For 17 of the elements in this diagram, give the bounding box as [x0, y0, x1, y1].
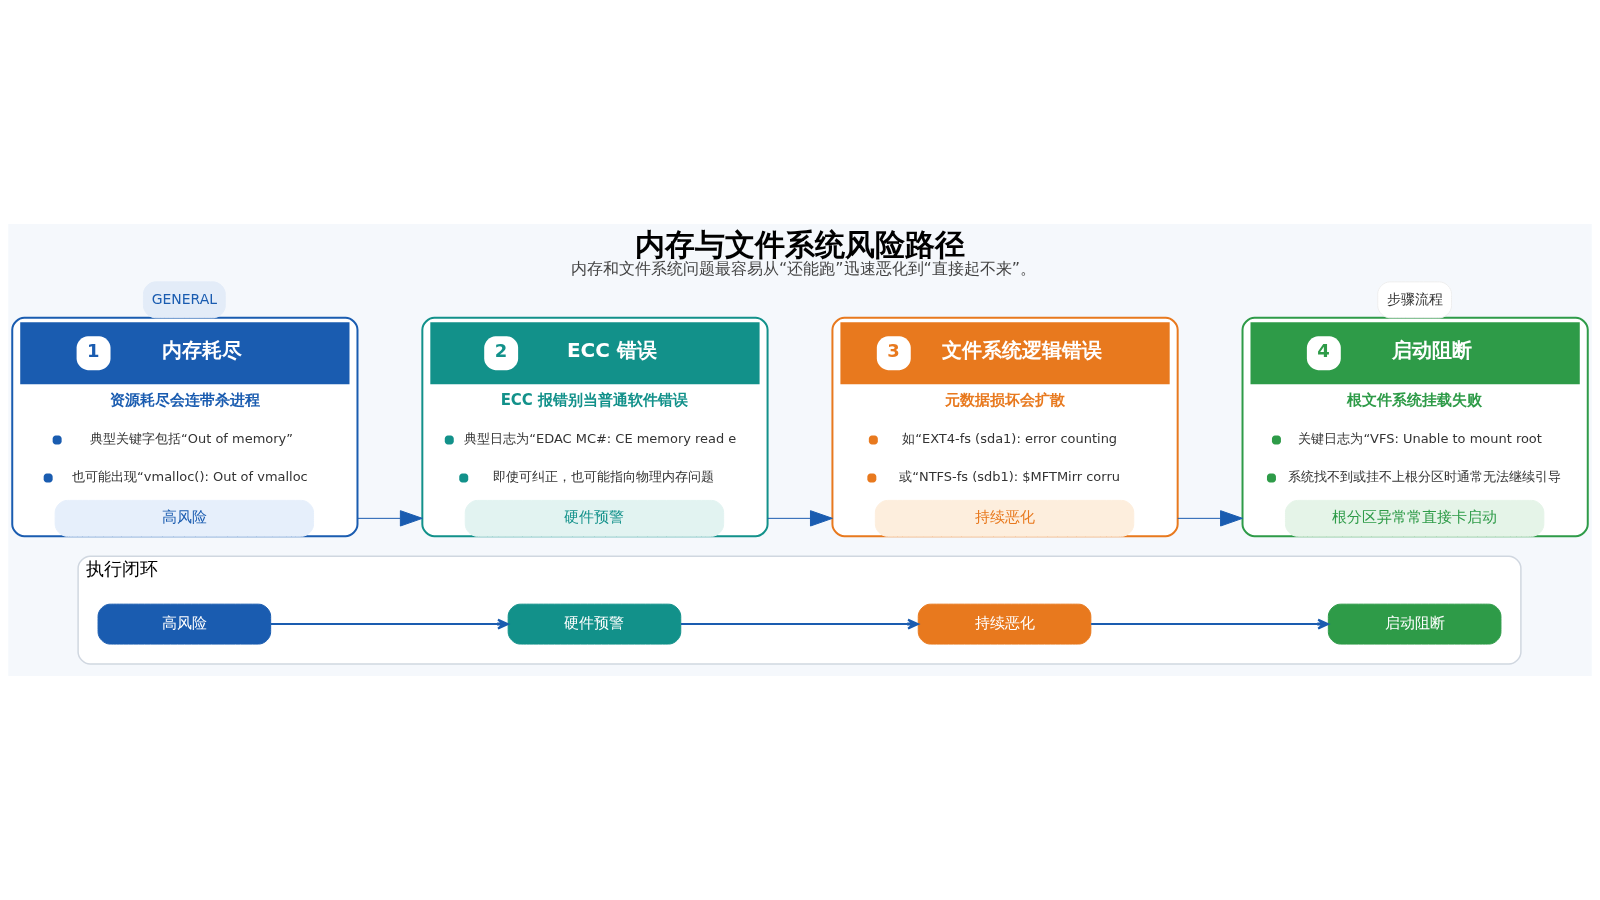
node-box: 根分区异常常直接卡启动 [1284, 499, 1545, 537]
node-box: 硬件预警 [464, 499, 725, 537]
node-box: 持续恶化 [917, 603, 1092, 645]
arrow [680, 618, 920, 630]
label: 步骤流程 [1386, 290, 1443, 307]
node-box: 高风险 [97, 603, 272, 645]
arrow [269, 618, 509, 630]
arrow [357, 510, 423, 527]
arrow [767, 510, 833, 527]
arrow [1177, 510, 1243, 527]
node-box: 硬件预警 [507, 603, 682, 645]
label: GENERAL [151, 290, 218, 307]
arrow [1090, 618, 1330, 630]
node-box: 高风险 [54, 499, 315, 537]
node-box: 启动阻断 [1327, 603, 1502, 645]
diagram-title: 内存与文件系统风险路径 [634, 226, 965, 262]
node-box: 持续恶化 [874, 499, 1135, 537]
